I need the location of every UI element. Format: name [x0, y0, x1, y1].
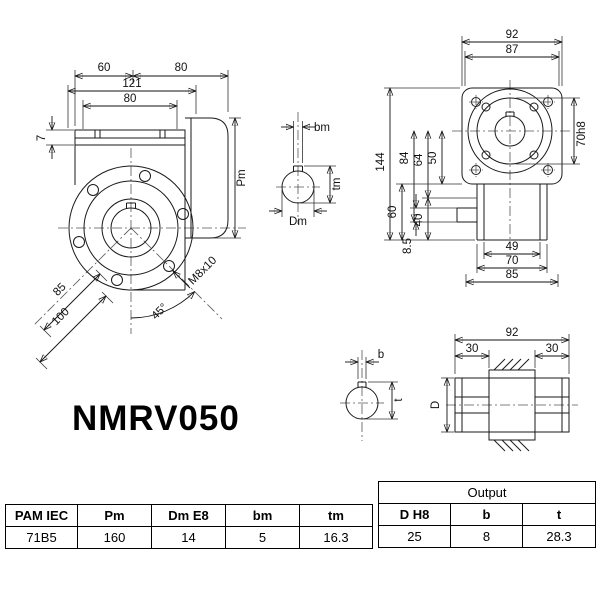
front-dim-100-label: 100	[50, 306, 72, 328]
pam-table-header-row: PAM IEC Pm Dm E8 bm tm	[5, 504, 373, 527]
rear-dim-87-label: 87	[506, 44, 519, 56]
front-dim-80-top-label: 80	[175, 62, 188, 74]
front-dim-85-label: 85	[51, 281, 69, 299]
rear-dim-49-label: 49	[506, 241, 519, 253]
front-view-geometry	[33, 117, 246, 334]
input-dim-dm-label: Dm	[289, 216, 307, 228]
front-dim-121-label: 121	[122, 78, 141, 90]
shaft-dim-92-label: 92	[506, 327, 519, 339]
output-table-caption: Output	[378, 481, 596, 504]
rear-dim-50-label: 50	[427, 152, 439, 165]
output-table-header-d-h8: D H8	[378, 503, 451, 526]
output-value-b: 8	[450, 525, 523, 548]
model-title: NMRV050	[72, 399, 240, 438]
output-shaft-geometry	[446, 358, 578, 452]
shaft-dim-d-label: D	[430, 401, 442, 409]
output-table-caption-row: Output	[378, 481, 596, 504]
output-table-data-row: 25 8 28.3	[378, 525, 596, 548]
rear-dim-40-label: 40	[413, 214, 425, 227]
output-section-geometry	[340, 350, 384, 441]
pam-value-dm: 14	[151, 526, 226, 549]
shaft-dim-30-right-label: 30	[546, 343, 559, 355]
rear-view-geometry	[452, 80, 570, 250]
pam-value-pm: 160	[77, 526, 152, 549]
rear-view: 92 87 144 84 64 50 40 60	[375, 29, 588, 287]
output-shaft-dimensions: 92 30 30 D	[430, 327, 569, 432]
rear-dim-8-5-label: 8.5	[402, 238, 414, 254]
input-shaft-dimensions: bm tm Dm	[269, 121, 343, 228]
pam-table-header-dm-e8: Dm E8	[151, 504, 226, 527]
front-view: 60 80 121 80 7 Pm	[33, 62, 248, 370]
output-table-header-b: b	[450, 503, 523, 526]
input-dim-tm-label: tm	[331, 178, 343, 191]
output-table-header-row: D H8 b t	[378, 503, 596, 526]
output-dimensions-table: Output D H8 b t 25 8 28.3	[378, 481, 596, 548]
input-shaft-geometry	[276, 112, 320, 224]
pam-table-header-bm: bm	[225, 504, 300, 527]
rear-dim-84-label: 84	[399, 151, 411, 164]
pam-table-header-pam-iec: PAM IEC	[5, 504, 78, 527]
rear-dim-70-label: 70	[506, 255, 519, 267]
pam-table-header-pm: Pm	[77, 504, 152, 527]
front-dim-m8x10-label: M8x10	[186, 254, 219, 287]
rear-dim-70h8-label: 70h8	[576, 121, 588, 147]
rear-dim-85-label: 85	[506, 269, 519, 281]
rear-dim-144-label: 144	[375, 152, 387, 172]
front-dim-45deg-label: 45°	[149, 301, 170, 322]
front-dim-80-label: 80	[124, 93, 137, 105]
output-dim-b-label: b	[378, 349, 384, 361]
output-value-d: 25	[378, 525, 451, 548]
motor-bell-outline	[185, 117, 229, 239]
output-shaft-view: 92 30 30 D	[430, 327, 578, 452]
front-dim-7-label: 7	[36, 135, 48, 141]
rear-dim-64-label: 64	[413, 153, 425, 166]
front-dim-60-label: 60	[98, 62, 111, 74]
rear-dim-92-label: 92	[506, 29, 519, 41]
front-dim-pm-label: Pm	[236, 169, 248, 186]
pam-value-bm: 5	[225, 526, 300, 549]
shaft-dim-30-left-label: 30	[466, 343, 479, 355]
output-dim-t-label: t	[393, 398, 405, 402]
front-view-dimensions: 60 80 121 80 7 Pm	[35, 62, 248, 370]
pam-table-data-row: 71B5 160 14 5 16.3	[5, 526, 373, 549]
rear-dim-60-label: 60	[387, 206, 399, 219]
rear-view-dimensions: 92 87 144 84 64 50 40 60	[375, 29, 588, 287]
pam-table-header-tm: tm	[299, 504, 373, 527]
output-shaft-section-view: b t	[340, 349, 405, 441]
input-shaft-section-view: bm tm Dm	[269, 112, 343, 228]
input-dim-bm-label: bm	[314, 122, 330, 134]
output-section-dimensions: b t	[345, 349, 405, 419]
output-value-t: 28.3	[522, 525, 596, 548]
pam-value-iec: 71B5	[5, 526, 78, 549]
gearbox-technical-drawing: 60 80 121 80 7 Pm	[33, 29, 588, 452]
pam-dimensions-table: PAM IEC Pm Dm E8 bm tm 71B5 160 14 5 16.…	[5, 504, 373, 549]
pam-value-tm: 16.3	[299, 526, 373, 549]
output-table-header-t: t	[522, 503, 596, 526]
